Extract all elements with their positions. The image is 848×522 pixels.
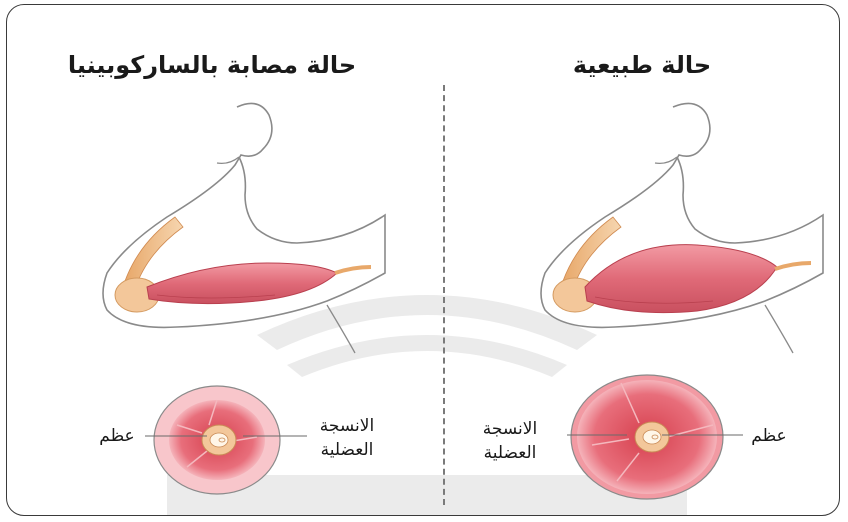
normal-muscle-label-line1: الانسجة: [465, 418, 555, 440]
affected-arm: [103, 103, 385, 353]
normal-muscle-label-line2: العضلية: [465, 442, 555, 464]
normal-arm: [541, 103, 823, 353]
normal-cross-section: [571, 375, 723, 499]
affected-cross-section: [154, 386, 280, 494]
affected-muscle-label-line2: العضلية: [307, 439, 387, 461]
normal-bone-label: عظم: [743, 425, 795, 447]
figure-frame: حالة مصابة بالساركوبينيا حالة طبيعية: [6, 4, 840, 516]
affected-bone-label: عظم: [91, 425, 143, 447]
affected-muscle-label-line1: الانسجة: [307, 415, 387, 437]
